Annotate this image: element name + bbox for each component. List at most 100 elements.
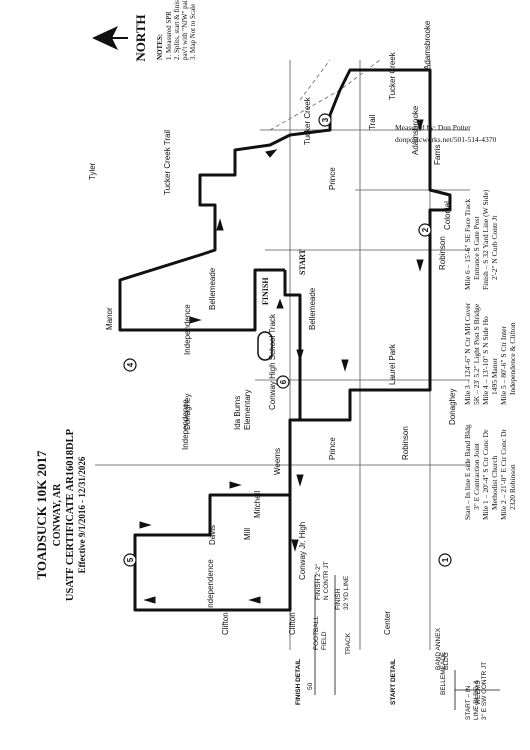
street-bellemeade-1: Bellemeade: [208, 267, 217, 310]
legend-2: 3" E Contraction Joint: [472, 442, 481, 510]
legend-11: Mile 5 – 80'-6" S Ctr Inter: [499, 326, 508, 405]
mile-marker-4: 4: [123, 358, 137, 372]
route-arrows: [139, 119, 424, 604]
start-label: START: [298, 249, 307, 275]
svg-text:BAND ANNEX: BAND ANNEX: [435, 627, 442, 670]
note-3: pav't with "NJW" painted white.: [181, 0, 189, 60]
map-certificate: USATF CERTIFICATE AR16018DLP: [65, 428, 76, 601]
svg-text:TRACK: TRACK: [345, 632, 352, 655]
street-school-track: Conway High School Track: [268, 313, 277, 410]
svg-text:4: 4: [126, 362, 135, 367]
north-arrow-icon: [92, 26, 128, 50]
street-tucker-creek-2: Tucker Creek: [388, 51, 397, 100]
course-route: [118, 68, 452, 612]
svg-text:2: 2: [421, 227, 430, 232]
legend-1: Start – In line E side Band Bldg: [463, 424, 472, 520]
svg-text:FOOTBALL: FOOTBALL: [313, 616, 320, 650]
legend-9: Mile 4 – 13'-10" S N Side Ho: [481, 316, 490, 405]
street-donaghey-2: Donaghey: [448, 389, 457, 425]
street-trail: Trail: [368, 115, 377, 130]
legend-10: 1495 Manor: [490, 358, 499, 395]
street-farris: Farris: [433, 145, 442, 165]
street-mill: Mill: [243, 528, 252, 540]
finish-label: FINISH: [261, 277, 270, 305]
mile-marker-6: 6: [276, 375, 290, 389]
measured-by: Measured by: Don Potter: [395, 123, 471, 132]
mile-marker-3: 3: [318, 113, 332, 127]
street-clifton-1: Clifton: [221, 612, 230, 635]
svg-text:5: 5: [126, 557, 135, 562]
legend-8: 5K – 23' 5.2" Light Post S Bridge: [472, 303, 481, 405]
legend-12: Independence & Clifton: [508, 322, 517, 395]
legend-13: Mile 6 – 15'-6" SE Face Track: [463, 199, 472, 290]
contact-link[interactable]: donp@tcworks.net/501-514-4370: [395, 135, 497, 144]
street-independence-2: Independence: [183, 304, 192, 355]
mile-marker-2: 2: [418, 223, 432, 237]
street-adamsbrooke-1: Adamsbrooke: [411, 105, 420, 155]
street-colonial: Colonial: [443, 201, 452, 230]
street-center: Center: [383, 611, 392, 635]
svg-text:START DETAIL: START DETAIL: [390, 659, 397, 705]
street-prince-1: Prince: [328, 437, 337, 460]
street-robinson-2: Robinson: [438, 236, 447, 270]
street-conway-jr-high: Conway Jr. High: [298, 522, 307, 580]
street-elementary: Elementary: [243, 390, 252, 430]
svg-text:LINE BLDG &: LINE BLDG &: [473, 679, 480, 720]
legend-6: 2320 Robinson: [508, 464, 517, 510]
street-davis: Davis: [208, 525, 217, 545]
svg-text:START – IN: START – IN: [465, 685, 472, 720]
svg-text:3: 3: [321, 117, 330, 122]
street-manor: Manor: [105, 307, 114, 330]
street-clifton-2: Clifton: [288, 612, 297, 635]
legend-4: Methodist Church: [490, 455, 499, 510]
start-detail: START DETAIL WEEMS BELLEMEADE START – IN…: [390, 627, 500, 720]
legend-3: Mile 1 – 20'-4" S Ctr Conc Dr: [481, 429, 490, 520]
note-2: 2. Splits, start & finish marked in: [173, 0, 181, 60]
svg-text:N CONTR JT: N CONTR JT: [323, 561, 330, 600]
map-title: TOADSUCK 10K 2017: [34, 450, 49, 580]
street-mitchell: Mitchell: [253, 491, 262, 518]
svg-text:FINISH 2'-2": FINISH 2'-2": [315, 563, 322, 600]
legend-7: Mile 3 – 124'-6" N Ctr MH Cover: [463, 302, 472, 405]
legend: Start – In line E side Band Bldg 3" E Co…: [463, 189, 517, 520]
svg-text:3" E SW CONTR JT: 3" E SW CONTR JT: [481, 662, 488, 720]
street-tucker-creek-trail: Tucker Creek Trail: [163, 130, 172, 195]
legend-14: Entrance S Gate Post: [472, 216, 481, 280]
street-tyler: Tyler: [88, 162, 97, 180]
street-robinson-1: Robinson: [401, 426, 410, 460]
svg-text:BELLEMEADE: BELLEMEADE: [440, 651, 447, 695]
street-ida-burns: Ida Burns: [233, 396, 242, 430]
svg-text:6: 6: [279, 379, 288, 384]
svg-text:WEEMS: WEEMS: [475, 680, 482, 705]
north-label: NORTH: [133, 14, 148, 61]
svg-text:1: 1: [441, 557, 450, 562]
svg-text:FINISH: FINISH: [335, 588, 342, 610]
svg-text:50: 50: [307, 682, 314, 690]
school-track-oval: [257, 331, 273, 361]
street-tucker-creek-1: Tucker Creek: [303, 96, 312, 145]
mile-marker-1: 1: [438, 553, 452, 567]
legend-15: Finish – S 32 Yard Line (W Side): [481, 189, 490, 290]
street-independence-3: Independence: [206, 559, 215, 610]
svg-text:FIELD: FIELD: [321, 631, 328, 650]
note-1: 1. Measured SPR: [165, 11, 173, 60]
street-adamsbrooke-2: Adamsbrooke: [423, 20, 432, 70]
street-donaghey-1: Donaghey: [183, 394, 192, 430]
legend-5: Mile 2 – 21'-0" E Ctr Conc Dr: [499, 429, 508, 520]
street-laurel-park: Laurel Park: [388, 343, 397, 385]
street-weems: Weems: [273, 448, 282, 475]
notes-heading: NOTES:: [156, 34, 164, 60]
finish-detail: FINISH DETAIL FOOTBALL FIELD TRACK FINIS…: [295, 561, 352, 705]
street-bellemeade-2: Bellemeade: [308, 287, 317, 330]
street-prince-2: Prince: [328, 167, 337, 190]
street-independence-1: Independence: [181, 399, 190, 450]
note-4: 3. Map Not to Scale: [189, 4, 197, 60]
legend-16: 2'-2" N Curb Contr Jt: [490, 215, 499, 280]
svg-text:FINISH DETAIL: FINISH DETAIL: [295, 659, 302, 705]
svg-text:BLDG: BLDG: [443, 652, 450, 670]
map-effective: Effective 9/1/2016 - 12/31/2026: [77, 456, 87, 573]
mile-marker-5: 5: [123, 553, 137, 567]
